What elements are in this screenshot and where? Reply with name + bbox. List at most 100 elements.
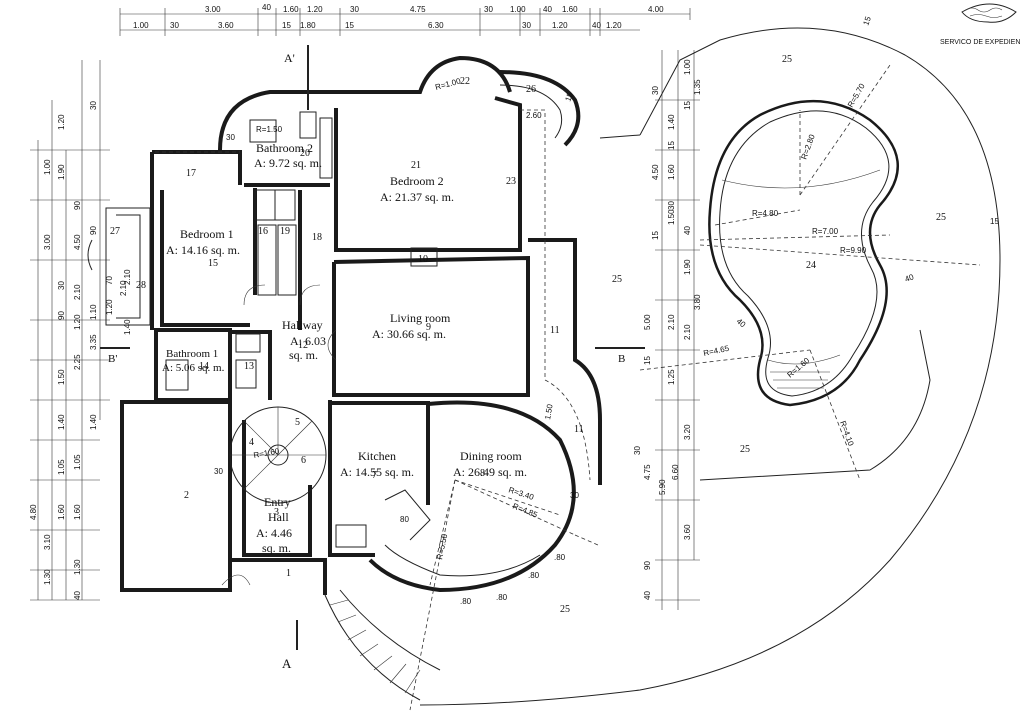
section-b-left: B' [108, 353, 117, 365]
dim-right: 1.25 [667, 369, 676, 385]
room-number: 21 [411, 160, 421, 171]
dim-misc: 40 [904, 272, 916, 284]
room-name: Kitchen [358, 449, 396, 463]
dim-right: 30 [633, 446, 642, 455]
dim-left: 30 [57, 281, 66, 290]
room-area: A: 6.03 [290, 334, 326, 348]
radius-label: R=4.10 [838, 420, 856, 448]
dim-top: 30 [350, 5, 359, 14]
radius-label: R=1.60 [786, 356, 812, 380]
section-markers: A' A B' B [100, 45, 645, 671]
dim-left: 1.50 [57, 369, 66, 385]
room-number: 18 [312, 232, 322, 243]
room-name: Entry [264, 495, 291, 509]
zone-number: 25 [560, 604, 570, 615]
dim-left: 1.20 [57, 114, 66, 130]
dim-top: 40 [543, 5, 552, 14]
dim-left: 1.20 [105, 299, 114, 315]
room-name: Bathroom 1 [166, 348, 218, 360]
dim-left: 3.35 [89, 334, 98, 350]
section-a-top: A' [284, 51, 295, 65]
dim-right: 40 [643, 591, 652, 600]
room-area: A: 14.16 sq. m. [166, 243, 240, 257]
dim-right: 3.20 [683, 424, 692, 440]
radius-label: R=7.00 [812, 227, 839, 236]
dim-right: 30 [667, 201, 676, 210]
dim-misc: 30 [570, 491, 579, 500]
dim-left: 1.05 [73, 454, 82, 470]
room-name: Bedroom 1 [180, 227, 234, 241]
dim-misc: 30 [214, 467, 223, 476]
dim-top: 1.00 [133, 21, 149, 30]
dim-right: 15 [683, 101, 692, 110]
room-number: 3 [274, 507, 279, 518]
dim-top: 4.75 [410, 5, 426, 14]
dim-right: 2.10 [667, 314, 676, 330]
dim-right: 30 [651, 86, 660, 95]
radius-label: R=3.40 [507, 485, 535, 502]
dim-left: 3.10 [43, 534, 52, 550]
room-number: 9 [426, 322, 431, 333]
dim-left: 1.00 [43, 159, 52, 175]
zone-number: 25 [782, 54, 792, 65]
dim-top: 40 [262, 3, 271, 12]
room-area: A: 26.49 sq. m. [453, 465, 527, 479]
dim-left: 40 [73, 591, 82, 600]
dim-top: 1.20 [552, 21, 568, 30]
dim-right: 1.00 [683, 59, 692, 75]
room-area-unit: sq. m. [289, 348, 318, 362]
room-number: 13 [244, 361, 254, 372]
room-number: 1 [286, 568, 291, 579]
dim-top: 1.60 [283, 5, 299, 14]
room-number: 2 [184, 490, 189, 501]
radius-label: R=4.65 [703, 344, 731, 358]
dim-left: 1.60 [57, 504, 66, 520]
dim-top: 1.00 [510, 5, 526, 14]
dim-misc: .80 [496, 593, 508, 602]
room-number: 4 [249, 437, 254, 448]
section-a-bottom: A [282, 656, 292, 671]
dim-top: 40 [592, 21, 601, 30]
dim-misc: .80 [528, 571, 540, 580]
dim-top: 4.00 [648, 5, 664, 14]
house-walls [87, 55, 602, 711]
radius-label: R=5.50 [435, 533, 449, 561]
dim-left: 30 [89, 101, 98, 110]
room-number: 11 [574, 424, 584, 435]
dim-right: 5.00 [643, 314, 652, 330]
room-name: Dining room [460, 449, 522, 463]
room-number: 17 [186, 168, 196, 179]
dim-right: 3.60 [683, 524, 692, 540]
dim-right: 4.75 [643, 464, 652, 480]
room-name: Living room [390, 311, 451, 325]
room-number: 19 [280, 226, 290, 237]
dim-left: 90 [73, 201, 82, 210]
room-labels: Bathroom 2 A: 9.72 sq. m. Bedroom 2 A: 2… [162, 141, 527, 555]
room-name-line2: Hall [268, 510, 289, 524]
dim-top: 1.80 [300, 21, 316, 30]
dim-misc: 15 [563, 91, 575, 103]
dim-misc: 2.60 [526, 111, 542, 120]
dim-left: 4.80 [29, 504, 38, 520]
zone-number: 25 [612, 274, 622, 285]
dim-left: 70 [105, 276, 114, 285]
dim-misc: 40 [735, 317, 748, 330]
room-number: 20 [300, 148, 310, 159]
dim-right: 1.60 [667, 164, 676, 180]
dim-right: 1.40 [667, 114, 676, 130]
room-area: A: 5.06 sq. m. [162, 362, 225, 374]
radius-label: R=4.85 [511, 502, 539, 520]
radius-label: R=1.50 [256, 125, 283, 134]
dim-left: 1.05 [57, 459, 66, 475]
dim-misc: 30 [226, 133, 235, 142]
dim-top: 1.20 [307, 5, 323, 14]
garden-area [419, 27, 1001, 706]
radius-label: R=2.80 [799, 133, 817, 161]
dim-left: 1.60 [73, 504, 82, 520]
dim-left: 3.00 [43, 234, 52, 250]
dim-left: 1.40 [89, 414, 98, 430]
room-number: 7 [372, 470, 377, 481]
room-area: A: 21.37 sq. m. [380, 190, 454, 204]
dim-right: 90 [643, 561, 652, 570]
